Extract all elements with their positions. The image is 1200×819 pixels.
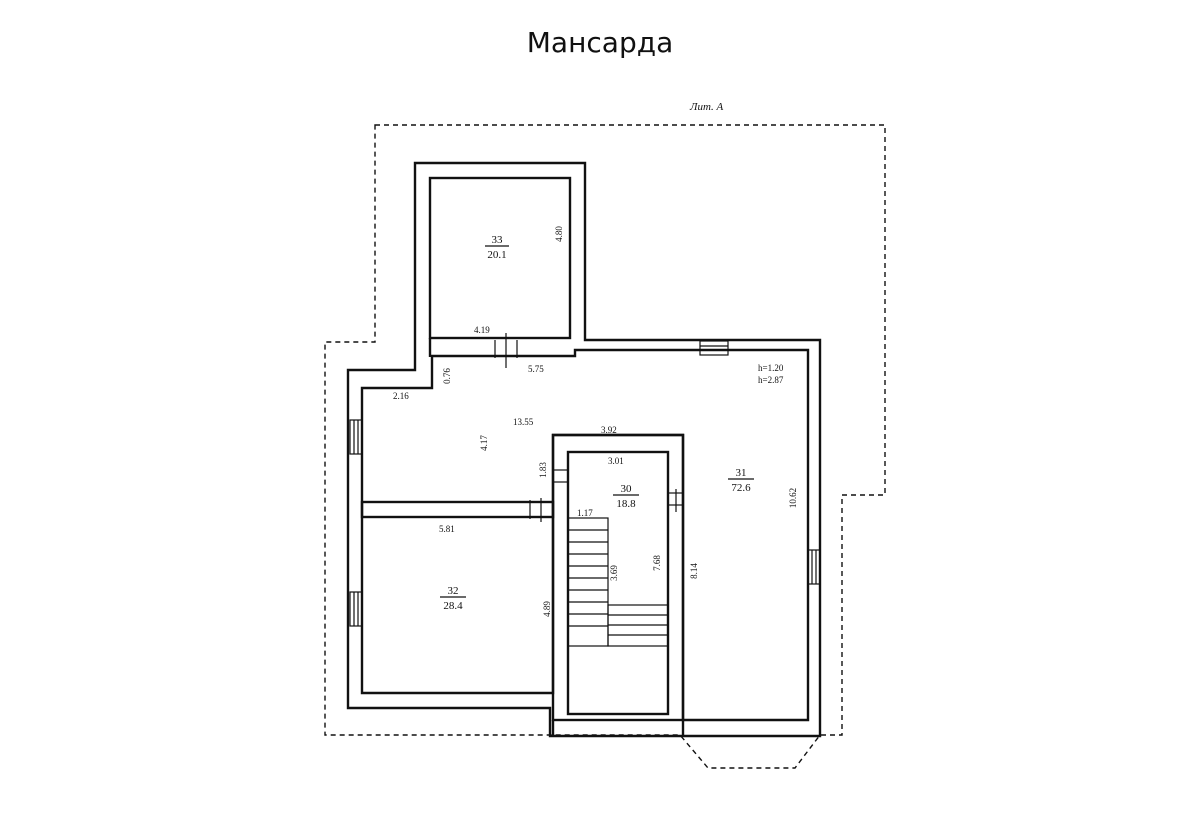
dim-3-01: 3.01: [608, 456, 624, 466]
dim-10-62: 10.62: [788, 488, 798, 508]
building-label: Лит. А: [689, 101, 724, 113]
stair-enclosure-outer: [551, 433, 685, 722]
height-label-1: h=1.20: [758, 363, 784, 373]
dim-1-83: 1.83: [538, 462, 548, 478]
dim-4-19: 4.19: [474, 325, 490, 335]
room-30-area: 18.8: [616, 498, 636, 510]
room-32-number: 32: [448, 585, 459, 597]
dim-1-17: 1.17: [577, 508, 593, 518]
dim-0-76: 0.76: [442, 368, 452, 384]
stair-steps: [567, 517, 669, 647]
door-33: [494, 333, 518, 368]
window-left-lower: [349, 591, 363, 627]
window-right: [807, 549, 821, 585]
door-30-left: [553, 469, 568, 483]
door-30-right: [668, 489, 683, 512]
room-33-outline: [428, 176, 572, 340]
dim-4-89: 4.89: [542, 601, 552, 617]
room-31-area: 72.6: [731, 482, 751, 494]
partition-wall: [360, 500, 555, 519]
room-33-number: 33: [492, 234, 504, 246]
stair-enclosure-inner: [566, 450, 670, 716]
dim-3-92: 3.92: [601, 425, 617, 435]
building-outline: [324, 124, 886, 769]
room-32-area: 28.4: [443, 600, 463, 612]
dim-7-68: 7.68: [652, 555, 662, 571]
page-title: Мансарда: [526, 26, 674, 59]
window-left-upper: [349, 419, 363, 455]
dim-13-55: 13.55: [513, 417, 534, 427]
room-33-area: 20.1: [487, 249, 506, 261]
dim-5-81: 5.81: [439, 524, 455, 534]
outer-wall: [346, 161, 822, 738]
room-31-number: 31: [736, 467, 747, 479]
height-label-2: h=2.87: [758, 375, 784, 385]
dim-3-69: 3.69: [609, 565, 619, 581]
dim-4-17: 4.17: [479, 435, 489, 451]
dim-8-14: 8.14: [689, 563, 699, 579]
dim-2-16: 2.16: [393, 391, 409, 401]
window-top: [699, 340, 729, 356]
inner-wall-face: [360, 348, 810, 722]
room-30-number: 30: [621, 483, 633, 495]
dim-4-80: 4.80: [554, 226, 564, 242]
dim-5-75: 5.75: [528, 364, 544, 374]
